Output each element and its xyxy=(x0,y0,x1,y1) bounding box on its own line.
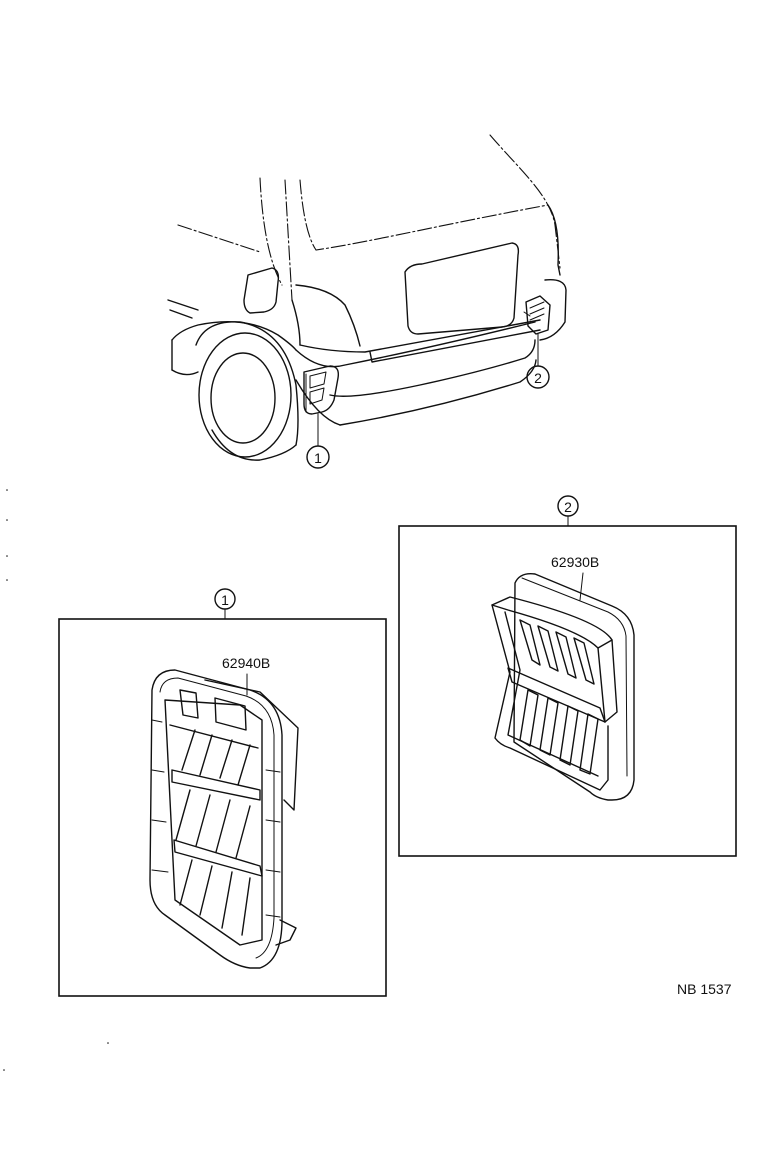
vehicle-rear-illustration xyxy=(167,134,567,461)
callout-2-vehicle: 2 xyxy=(526,365,550,389)
scan-specks xyxy=(3,489,109,1071)
part-number-62940b: 62940B xyxy=(222,655,270,671)
detail-box-2: 2 62930B xyxy=(398,495,737,857)
diagram-reference: NB 1537 xyxy=(677,981,732,997)
detail-1-callout: 1 xyxy=(221,592,229,608)
detail-box-1: 1 62940B xyxy=(58,588,387,997)
callout-2-label: 2 xyxy=(534,370,542,386)
detail-2-callout: 2 xyxy=(564,499,572,515)
callout-1-vehicle: 1 xyxy=(306,445,330,469)
outlet-part-2-drawing xyxy=(491,573,635,801)
callout-1-label: 1 xyxy=(314,450,322,466)
outlet-part-1-drawing xyxy=(149,669,299,969)
part-number-62930b: 62930B xyxy=(551,554,599,570)
